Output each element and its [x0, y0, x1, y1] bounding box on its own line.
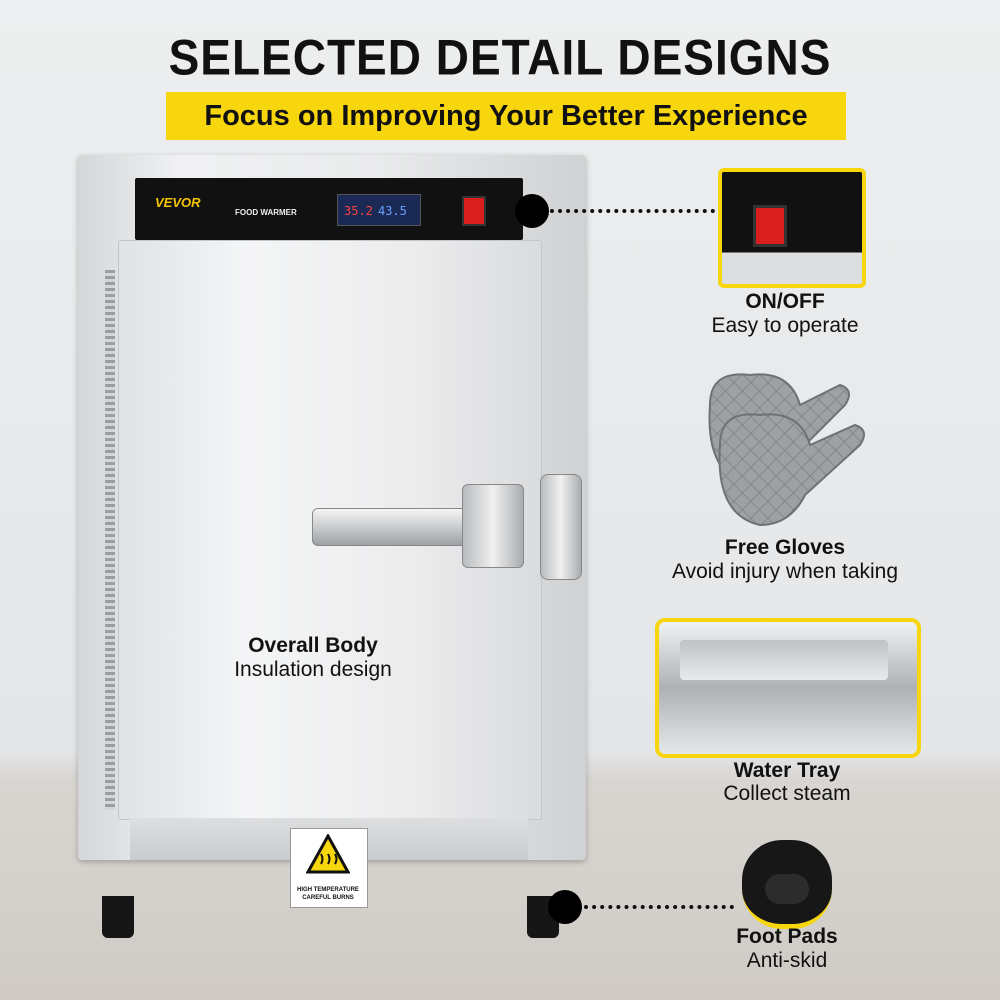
feature-heading-foot: Foot Pads [736, 925, 838, 948]
power-switch-icon [462, 196, 486, 226]
subtitle-banner [166, 92, 846, 140]
callout-dot-foot [548, 890, 582, 924]
feature-text-onoff: Easy to operate [711, 314, 859, 337]
feature-text-foot: Anti-skid [746, 949, 828, 972]
subtitle-text: Focus on Improving Your Better Experienc… [204, 100, 808, 132]
brand-logo: VEVOR [155, 195, 201, 210]
foot-left [102, 896, 134, 938]
door-hinge [105, 270, 115, 810]
power-switch-icon [753, 205, 787, 247]
control-panel [135, 178, 523, 240]
feature-text-tray: Collect steam [723, 782, 851, 805]
body-feature-heading: Overall Body [248, 634, 378, 657]
water-tray-basin [680, 640, 888, 680]
display-current-temp: 35.2 [344, 204, 373, 218]
feature-heading-onoff: ON/OFF [745, 290, 825, 313]
latch-bracket [540, 474, 582, 580]
page-title: SELECTED DETAIL DESIGNS [168, 28, 832, 86]
oven-glove-icon [708, 373, 865, 527]
door-latch [462, 484, 524, 568]
hot-surface-warning-icon [306, 834, 350, 874]
model-label: FOOD WARMER [235, 208, 297, 217]
callout-line-foot [584, 905, 734, 909]
feature-text-gloves: Avoid injury when taking [671, 560, 899, 583]
feature-heading-tray: Water Tray [733, 759, 841, 782]
foot-pad-base [765, 874, 809, 904]
warning-text: HIGH TEMPERATURE CAREFUL BURNS [297, 887, 359, 901]
body-feature-text: Insulation design [234, 658, 392, 681]
callout-line-switch [550, 209, 715, 213]
door-handle [312, 508, 476, 546]
display-set-temp: 43.5 [378, 204, 407, 218]
feature-heading-gloves: Free Gloves [724, 536, 846, 559]
water-tray-icon [655, 618, 921, 758]
temperature-display [337, 194, 421, 226]
switch-closeup [718, 168, 866, 288]
callout-dot-switch [515, 194, 549, 228]
